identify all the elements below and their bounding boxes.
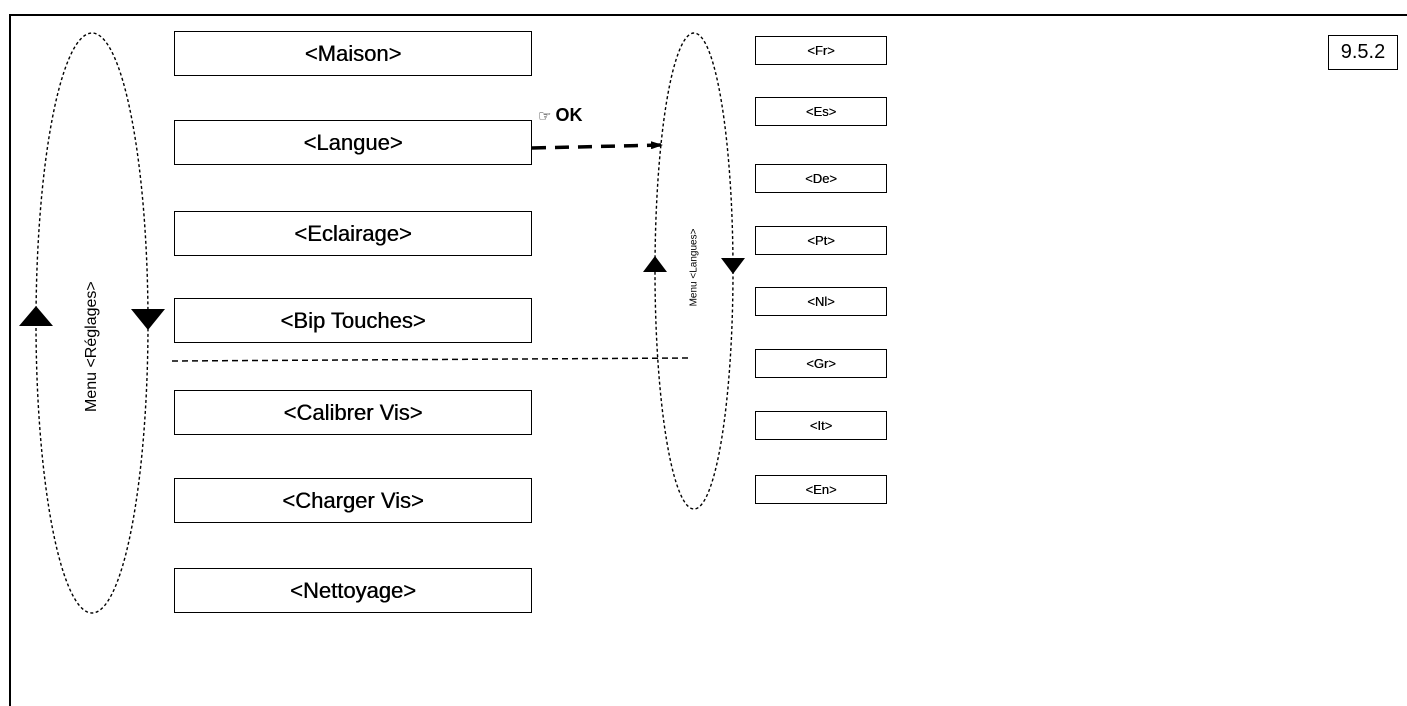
ok-text: OK [555, 105, 583, 125]
menu-item-langue[interactable]: <Langue> [174, 120, 532, 165]
ok-transition-arrow [531, 141, 663, 150]
scroll-up-triangle-icon [19, 306, 53, 326]
language-item-nl[interactable]: <Nl> [755, 287, 887, 316]
menu-item-nettoyage[interactable]: <Nettoyage> [174, 568, 532, 613]
menu-reglages-label: Menu <Réglages> [83, 281, 100, 412]
scroll-down-triangle-icon [131, 309, 165, 330]
langues-scroll-up-triangle-icon [643, 256, 667, 272]
language-item-it[interactable]: <It> [755, 411, 887, 440]
page-number: 9.5.2 [1328, 35, 1398, 70]
menu-item-charger-vis[interactable]: <Charger Vis> [174, 478, 532, 523]
menu-item-bip-touches[interactable]: <Bip Touches> [174, 298, 532, 343]
menu-langues-label: Menu <Langues> [688, 228, 700, 307]
language-item-pt[interactable]: <Pt> [755, 226, 887, 255]
menu-item-calibrer-vis[interactable]: <Calibrer Vis> [174, 390, 532, 435]
langues-scroll-down-triangle-icon [721, 258, 745, 274]
language-item-en[interactable]: <En> [755, 475, 887, 504]
language-item-gr[interactable]: <Gr> [755, 349, 887, 378]
ok-label: ☞OK [538, 105, 582, 126]
language-item-es[interactable]: <Es> [755, 97, 887, 126]
separator-line [171, 357, 692, 362]
language-item-de[interactable]: <De> [755, 164, 887, 193]
menu-item-maison[interactable]: <Maison> [174, 31, 532, 76]
pointing-hand-icon: ☞ [538, 108, 552, 125]
language-item-fr[interactable]: <Fr> [755, 36, 887, 65]
page-frame [9, 14, 1407, 706]
menu-item-eclairage[interactable]: <Eclairage> [174, 211, 532, 256]
